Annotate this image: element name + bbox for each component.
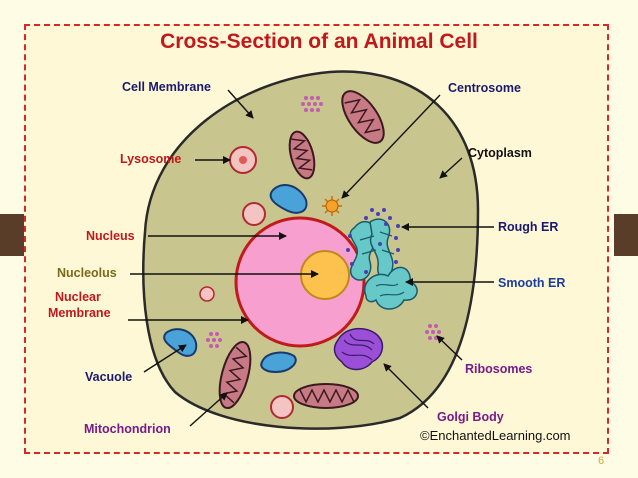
label-centrosome: Centrosome [448, 81, 521, 95]
vacuole-bottom-middle [260, 351, 297, 374]
slide-right-tab [614, 214, 638, 256]
slide-number: 6 [598, 455, 604, 467]
ribosome-cluster-top [301, 96, 323, 112]
label-lysosome: Lysosome [120, 152, 181, 166]
mitochondrion-top-right [341, 90, 385, 144]
rough-er [346, 208, 400, 281]
centrosome [322, 196, 342, 216]
label-mitochondrion: Mitochondrion [84, 422, 171, 436]
nucleolus [300, 250, 350, 300]
page-title: Cross-Section of an Animal Cell [160, 30, 478, 53]
label-golgi-body: Golgi Body [437, 410, 504, 424]
mitochondrion-bottom [293, 383, 359, 409]
label-nucleolus: Nucleolus [57, 266, 117, 280]
mitochondrion-bottom-left [218, 340, 252, 410]
label-smooth-er: Smooth ER [498, 276, 565, 290]
slide-left-tab [0, 214, 24, 256]
lysosome-core [239, 156, 247, 164]
mitochondrion-top-middle [288, 130, 316, 180]
label-nuclear-membrane-line2: Membrane [48, 306, 111, 320]
golgi-body [333, 327, 384, 371]
vesicle-bottom [270, 395, 294, 419]
lysosome-2 [242, 202, 266, 226]
label-cytoplasm: Cytoplasm [468, 146, 532, 160]
label-cell-membrane: Cell Membrane [122, 80, 211, 94]
ribosome-cluster-left [206, 332, 222, 348]
vacuole-bottom-left [163, 328, 198, 357]
credit-text: ©EnchantedLearning.com [420, 428, 571, 443]
vesicle-small-left [199, 286, 215, 302]
label-ribosomes: Ribosomes [465, 362, 532, 376]
label-nuclear-membrane-line1: Nuclear [55, 290, 101, 304]
label-nucleus: Nucleus [86, 229, 135, 243]
ribosome-cluster-right [425, 324, 441, 340]
smooth-er [363, 266, 418, 310]
vacuole-top [269, 184, 308, 214]
label-rough-er: Rough ER [498, 220, 558, 234]
label-vacuole: Vacuole [85, 370, 132, 384]
nucleus [234, 216, 366, 348]
